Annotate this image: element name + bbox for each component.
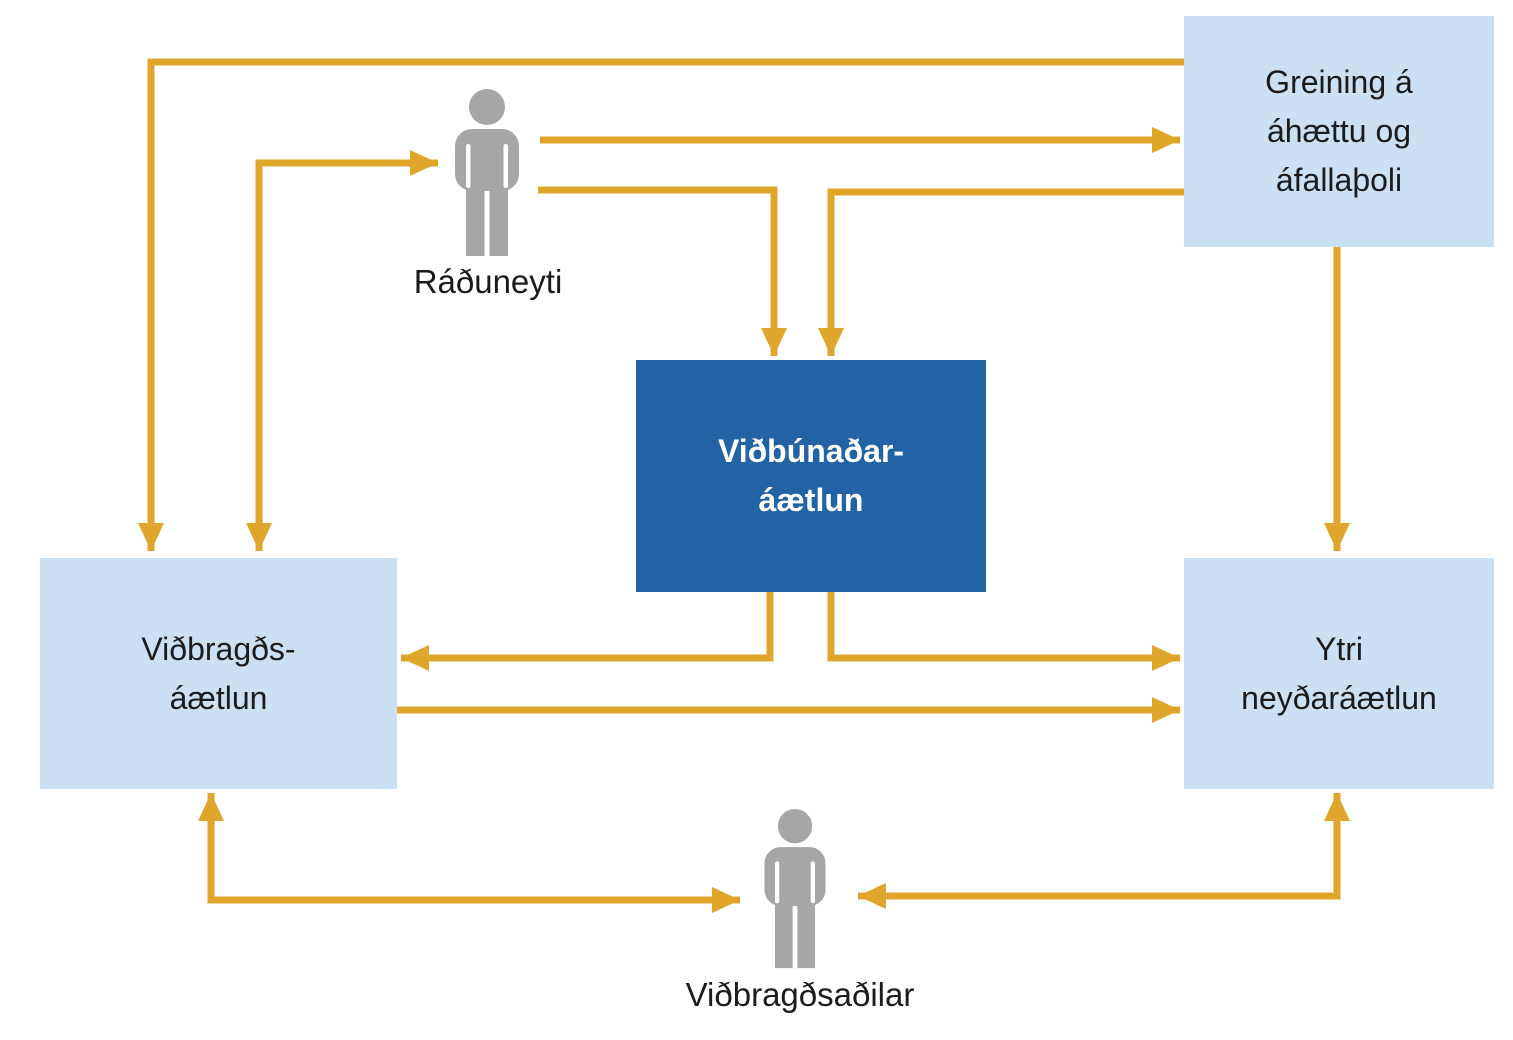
node-vidbunadaraaetlun-box: Viðbúnaðar- áætlun bbox=[636, 360, 986, 592]
node-ytri-neydaraaetlun-box: Ytri neyðaráætlun bbox=[1184, 558, 1494, 789]
node-greining-box: Greining á áhættu og áfallaþoli bbox=[1184, 16, 1494, 247]
node-vidbunadaraaetlun-label: Viðbúnaðar- áætlun bbox=[717, 433, 905, 518]
node-ytri-neydaraaetlun-label: Ytri neyðaráætlun bbox=[1241, 630, 1437, 716]
person-icon-vidbragdsadilar bbox=[764, 808, 826, 969]
node-vidbragdsaaetlun-box: Viðbragðs- áætlun bbox=[40, 558, 397, 789]
arrow-greining-to-vidbunadaraaetlun bbox=[818, 188, 1184, 356]
arrow-vidbragdsadilar-ytri-bidirectional bbox=[858, 793, 1350, 909]
arrow-vidbragdsadilar-vidbragdsaaetlun-bidirectional bbox=[198, 793, 740, 913]
actor-label-vidbragdsadilar: Viðbragðsaðilar bbox=[685, 976, 915, 1013]
node-vidbragdsaaetlun-label: Viðbragðs- áætlun bbox=[141, 630, 296, 716]
actor-label-raduneyti: Ráðuneyti bbox=[413, 263, 563, 300]
arrow-vidbragdsaaetlun-raduneyti-bidirectional bbox=[246, 150, 438, 551]
person-icon-raduneyti bbox=[455, 89, 519, 256]
arrow-vidbunadaraaetlun-to-vidbragdsaaetlun bbox=[401, 592, 774, 671]
node-greining-label: Greining á áhættu og áfallaþoli bbox=[1265, 64, 1413, 198]
arrow-vidbunadaraaetlun-to-ytri bbox=[827, 592, 1180, 671]
